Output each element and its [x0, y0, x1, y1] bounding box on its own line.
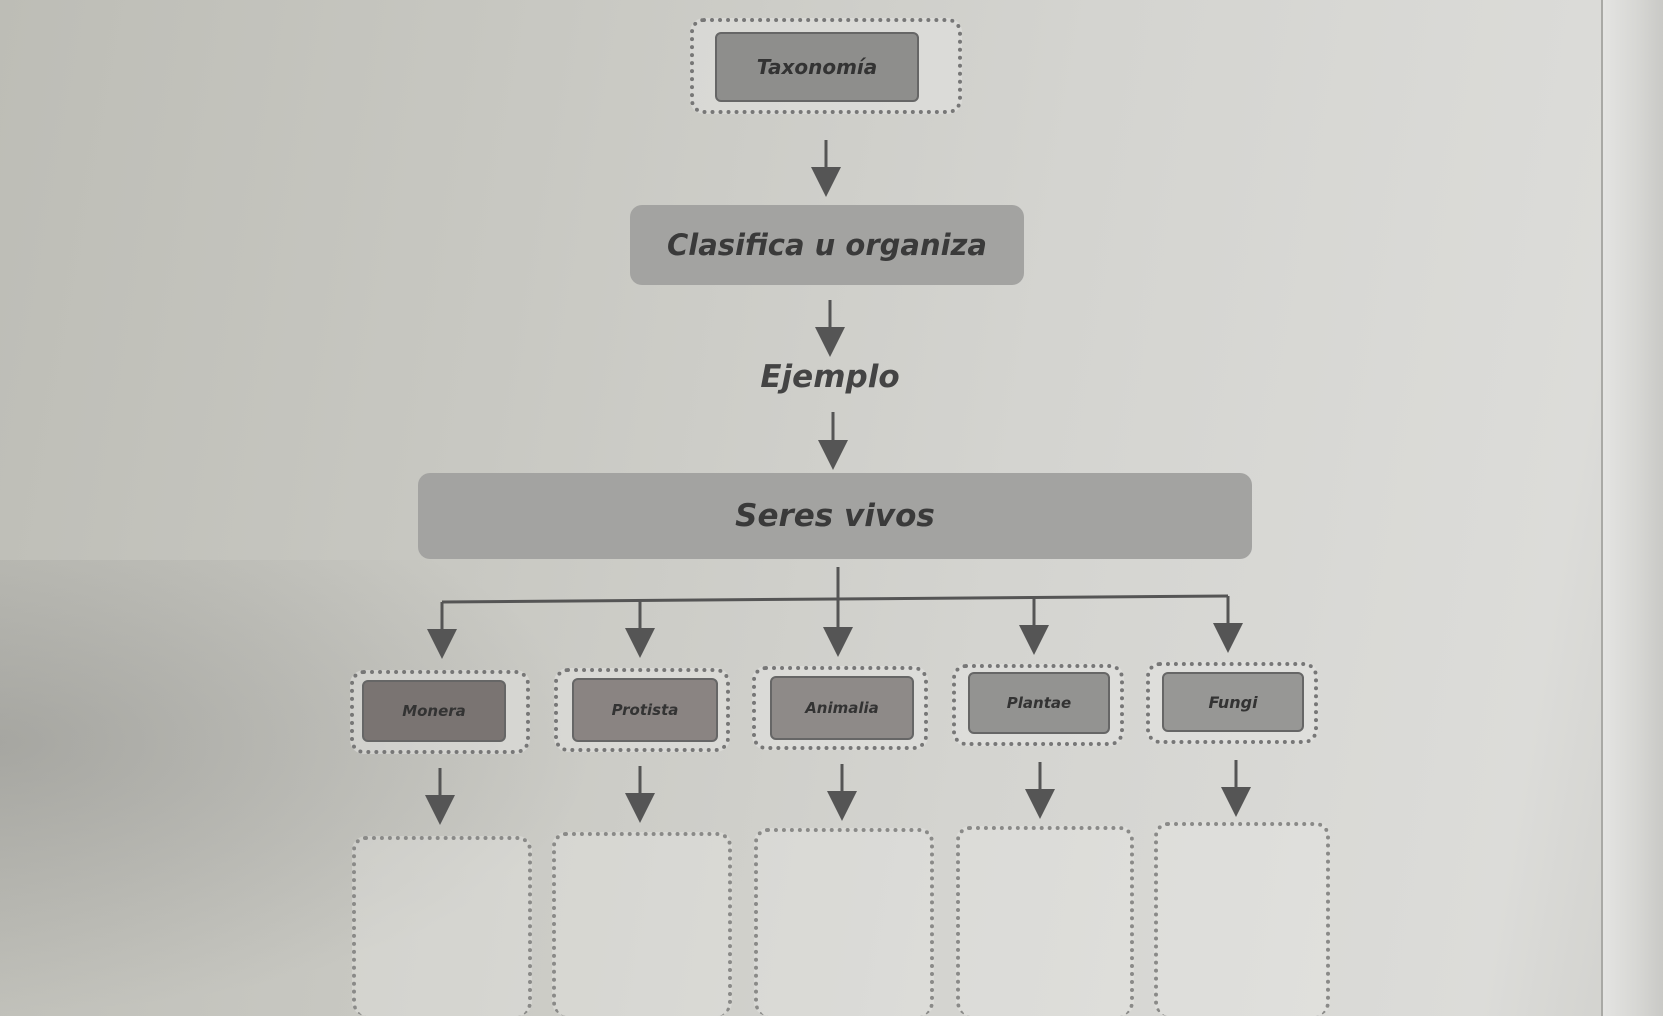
photo-shadow	[0, 560, 600, 1016]
root-node: Taxonomía	[715, 32, 919, 102]
answer-box-1[interactable]	[352, 836, 532, 1016]
connector-label: Ejemplo	[760, 359, 900, 395]
kingdom-node-plantae: Plantae	[968, 672, 1110, 734]
page-edge	[1601, 0, 1663, 1016]
kingdom-node-protista: Protista	[572, 678, 718, 742]
answer-box-3[interactable]	[754, 828, 934, 1016]
branch-line	[441, 594, 1229, 604]
answer-box-2[interactable]	[552, 832, 732, 1016]
kingdom-node-monera: Monera	[362, 680, 506, 742]
level3-node: Seres vivos	[418, 473, 1252, 559]
kingdom-node-fungi: Fungi	[1162, 672, 1304, 732]
level2-node: Clasifica u organiza	[630, 205, 1024, 285]
kingdom-node-animalia: Animalia	[770, 676, 914, 740]
answer-box-5[interactable]	[1154, 822, 1330, 1016]
answer-box-4[interactable]	[956, 826, 1134, 1016]
